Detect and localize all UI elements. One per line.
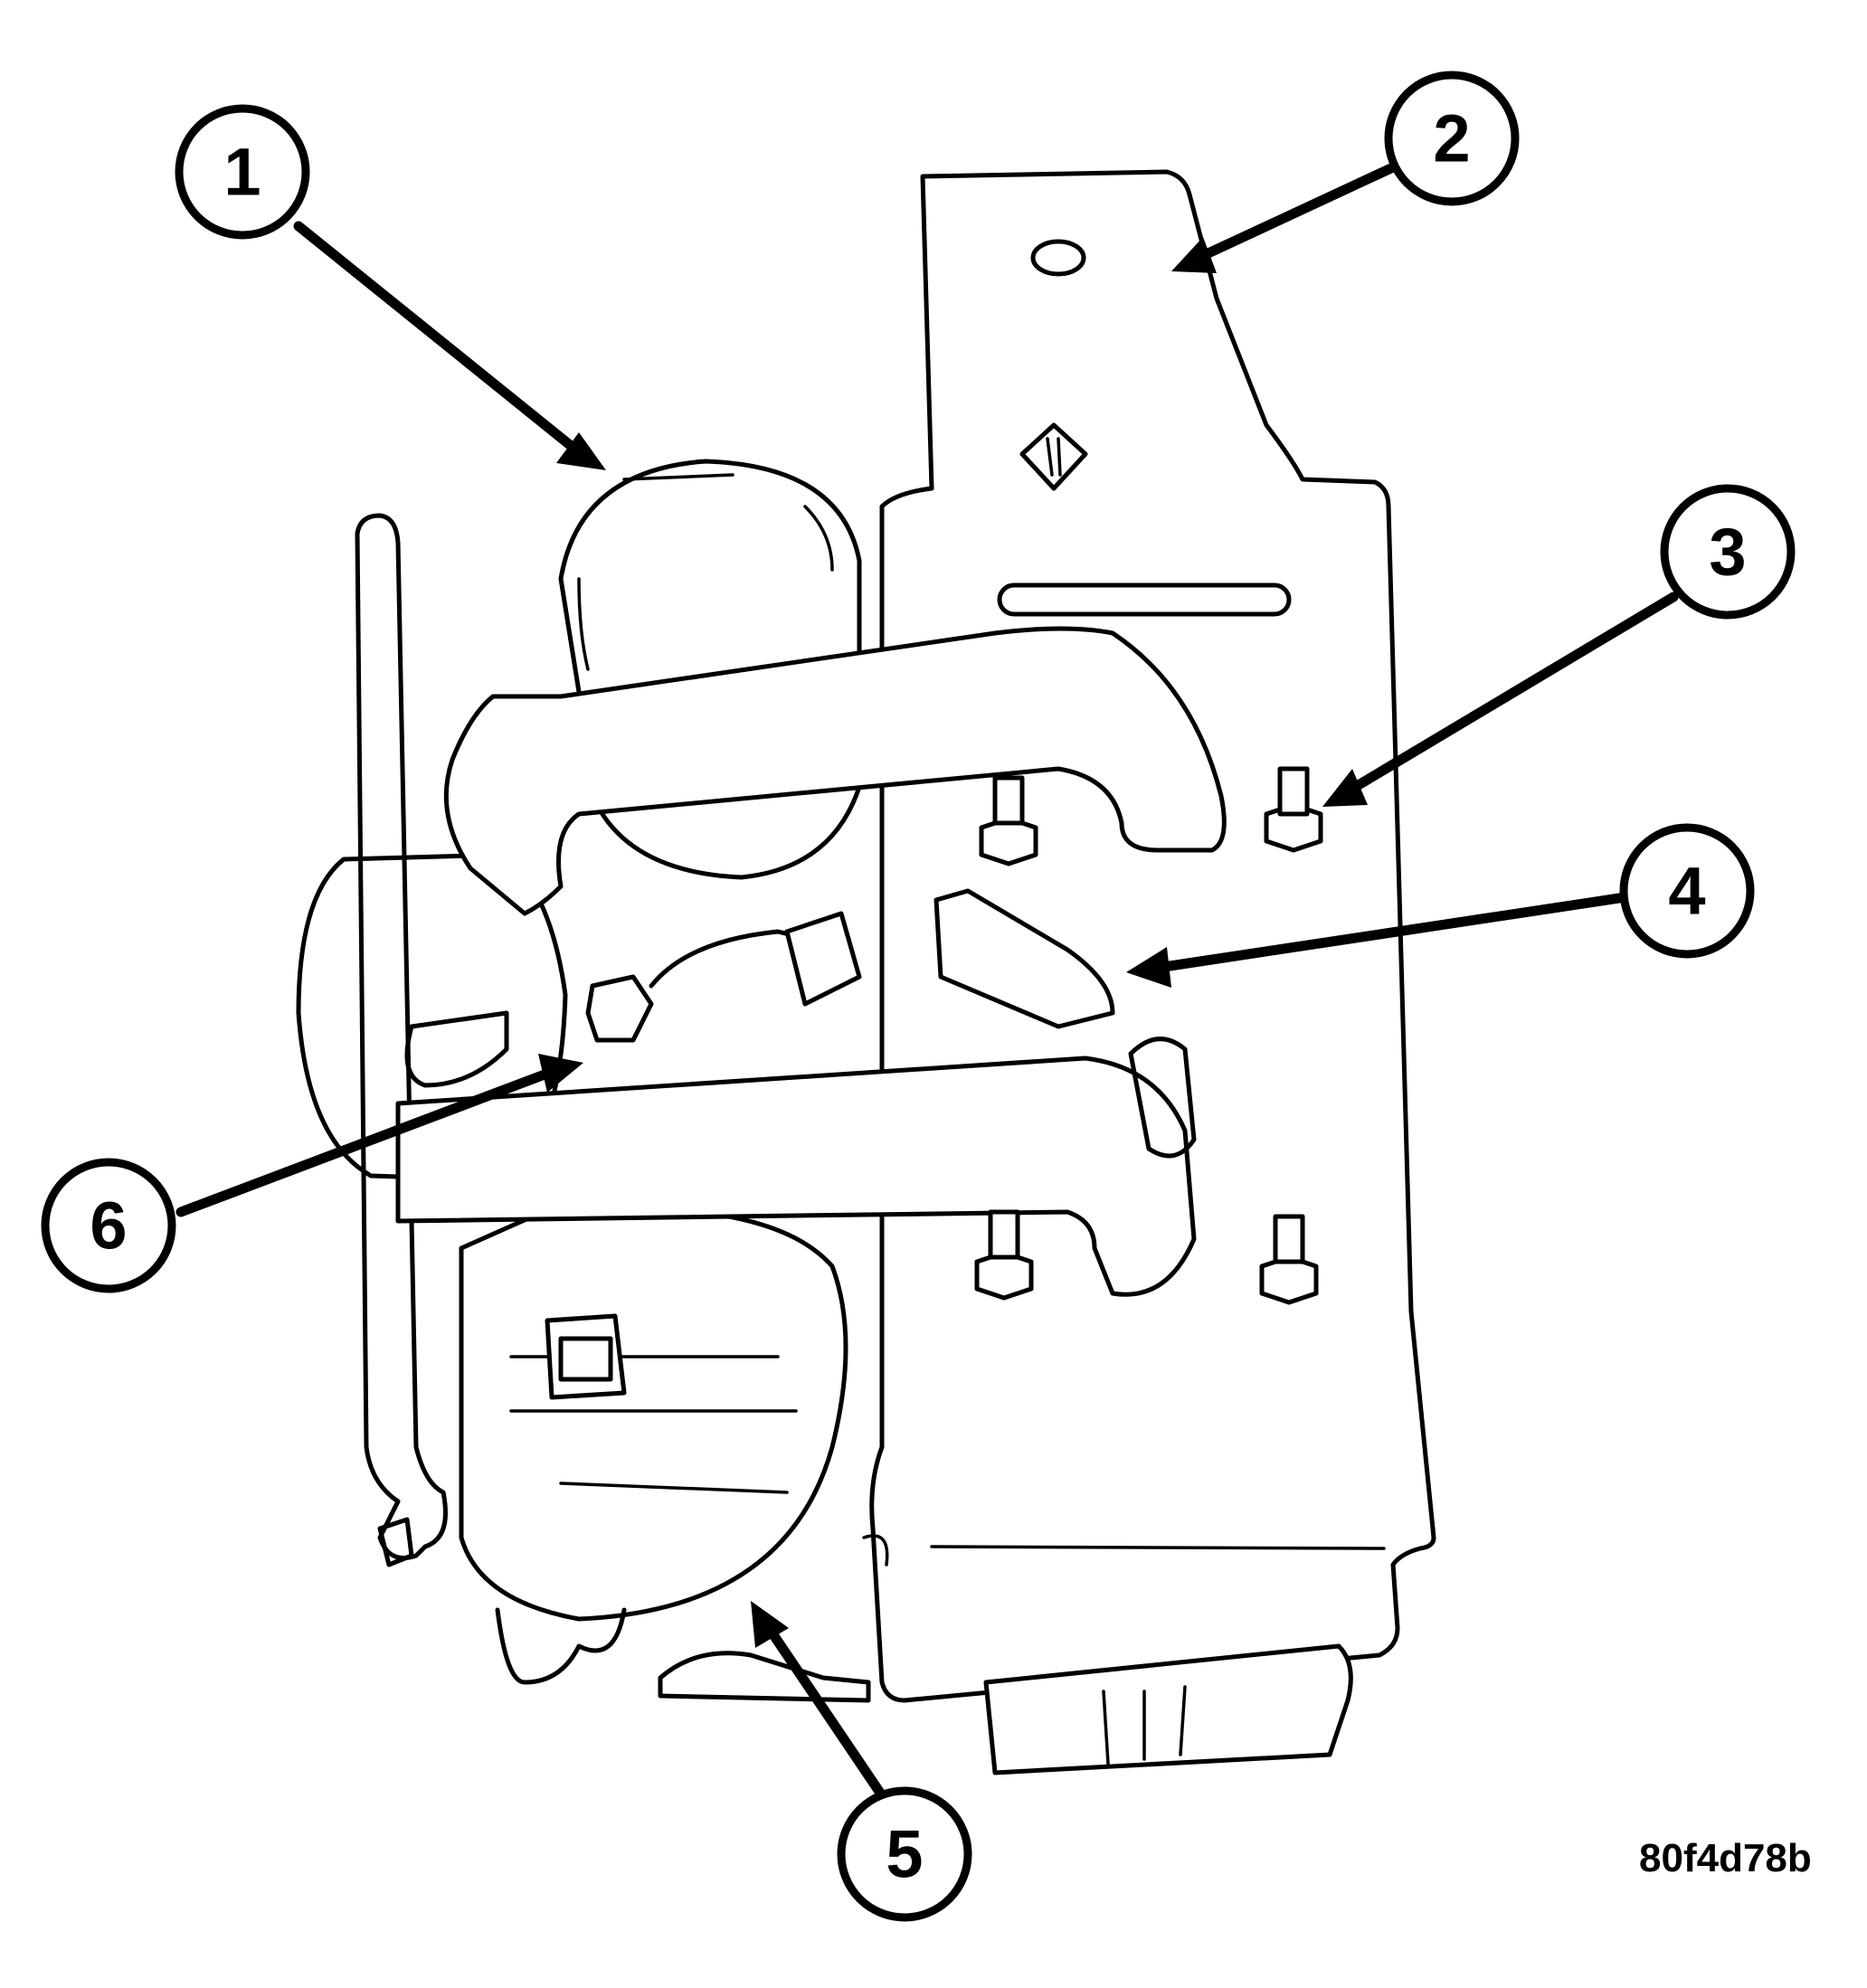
mounting-nuts [974, 766, 1323, 1305]
mounting-nut-lower-left [974, 1209, 1034, 1301]
figure-id: 80f4d78b [1639, 1836, 1812, 1880]
callout-4: 4 [1619, 823, 1755, 959]
callout-3-number: 3 [1709, 515, 1746, 590]
arrowhead-1 [556, 432, 606, 470]
mounting-bracket [862, 169, 1436, 1703]
callout-6-number: 6 [90, 1188, 127, 1264]
lower-intake-hose [395, 1056, 1197, 1297]
mounting-nut-upper-left [979, 775, 1038, 866]
callout-4-number: 4 [1668, 854, 1705, 929]
callout-3: 3 [1660, 484, 1796, 620]
pressure-line-fitting [585, 911, 862, 1043]
leader-line-3 [1342, 592, 1679, 797]
callout-1-number: 1 [223, 135, 261, 210]
arrowhead-3 [1322, 769, 1368, 807]
compressor-base [495, 1607, 1353, 1775]
arrowhead-6 [538, 1054, 583, 1093]
leader-line-2 [1193, 162, 1398, 263]
arrowhead-5 [751, 1601, 789, 1648]
leader-line-4 [1152, 890, 1643, 973]
arrowhead-2 [1171, 237, 1217, 273]
callout-1: 1 [175, 104, 310, 240]
leader-line-5 [763, 1623, 896, 1814]
callout-5: 5 [837, 1786, 972, 1922]
leader-lines [175, 162, 1679, 1814]
arrowhead-4 [1126, 947, 1171, 988]
leader-line-1 [293, 221, 584, 458]
callout-6: 6 [41, 1158, 176, 1293]
leader-line-6 [175, 1066, 557, 1217]
pump-housing [459, 1206, 848, 1622]
mounting-nut-upper-right [1264, 766, 1323, 853]
callout-2-number: 2 [1433, 101, 1470, 176]
callout-5-number: 5 [886, 1817, 923, 1892]
air-line [355, 513, 448, 1567]
vent-outlet [934, 888, 1197, 1159]
upper-intake-hose [443, 626, 1227, 916]
mounting-nut-lower-right [1259, 1214, 1319, 1305]
callout-2: 2 [1384, 71, 1520, 206]
